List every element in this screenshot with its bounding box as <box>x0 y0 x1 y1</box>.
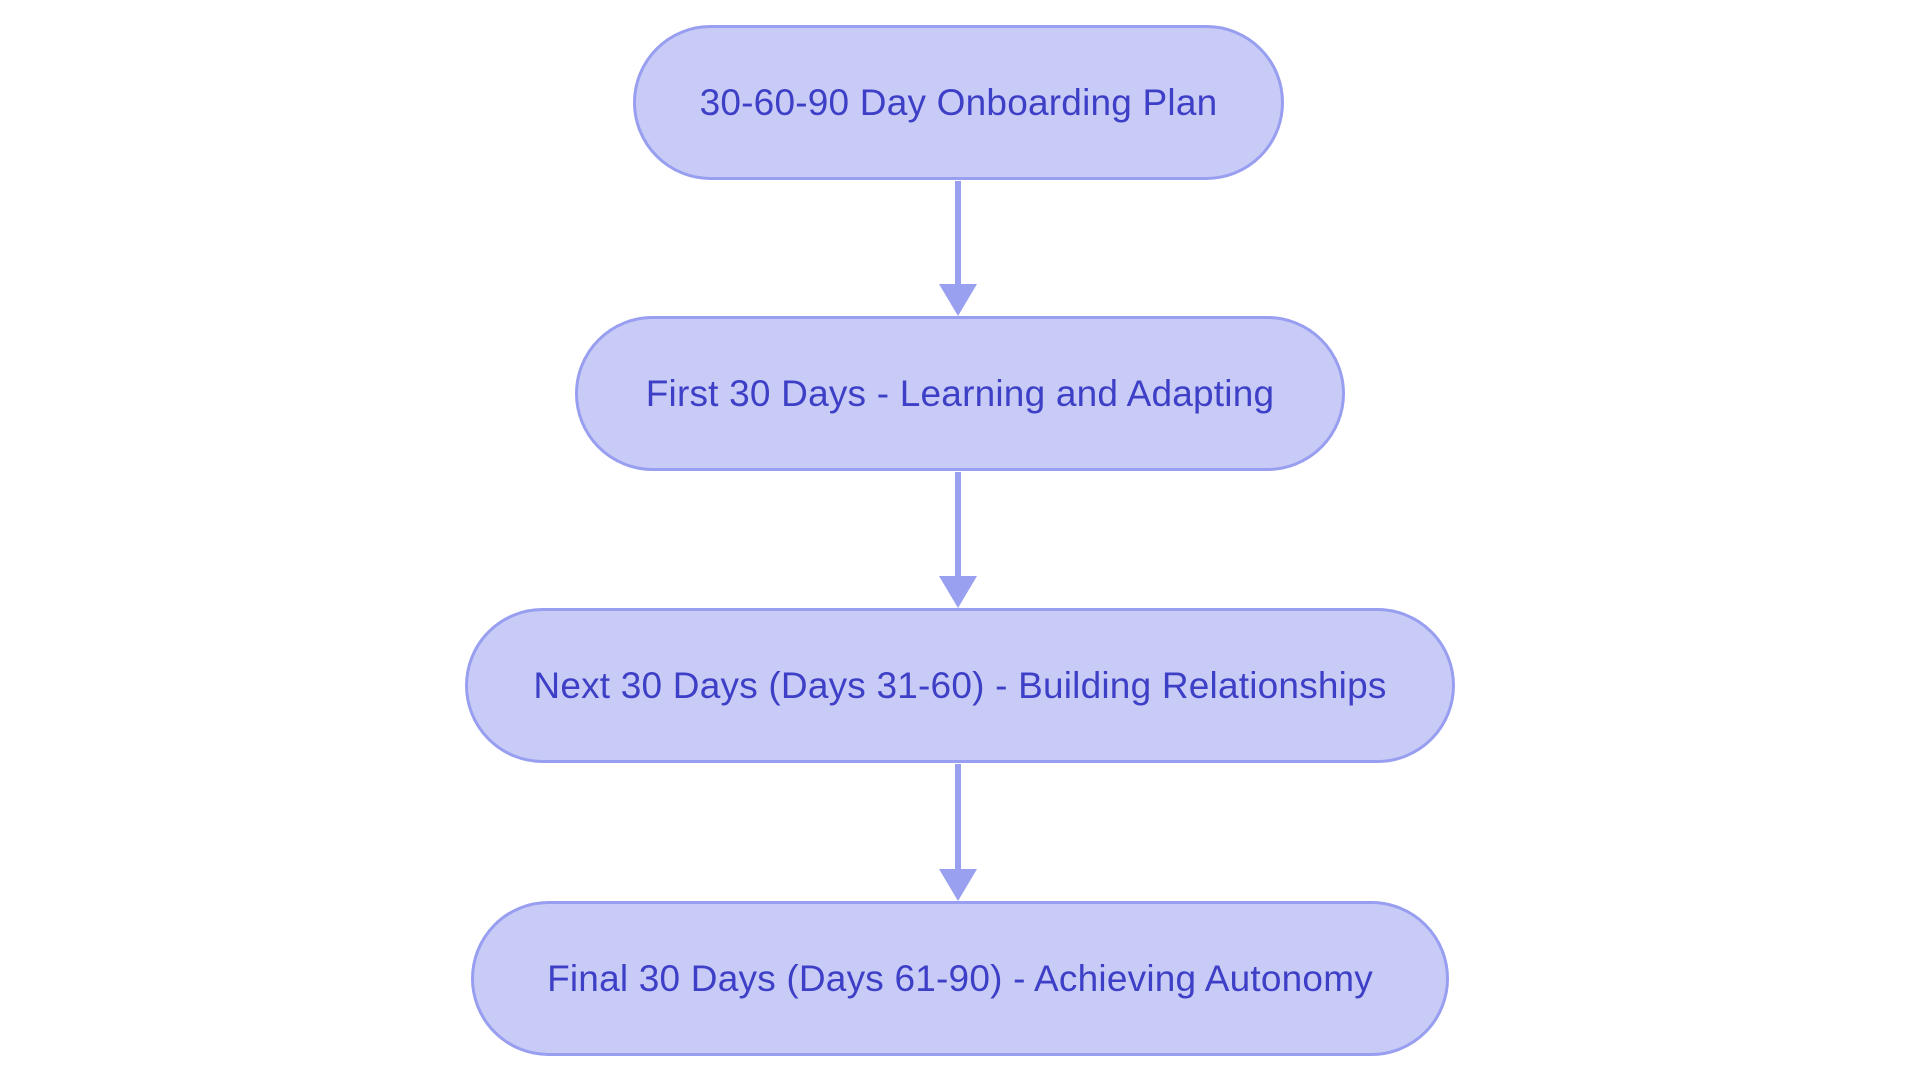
arrow-head-icon <box>939 284 977 316</box>
node-label: Next 30 Days (Days 31-60) - Building Rel… <box>533 664 1387 706</box>
flowchart-node-final-30-days: Final 30 Days (Days 61-90) - Achieving A… <box>471 901 1449 1056</box>
arrow-head-icon <box>939 869 977 901</box>
arrow-head-icon <box>939 576 977 608</box>
flowchart-node-first-30-days: First 30 Days - Learning and Adapting <box>575 316 1345 471</box>
arrow-shaft <box>955 764 961 869</box>
arrow-shaft <box>955 181 961 284</box>
flowchart-node-onboarding-plan: 30-60-90 Day Onboarding Plan <box>633 25 1284 180</box>
node-label: Final 30 Days (Days 61-90) - Achieving A… <box>547 957 1373 999</box>
flowchart-node-next-30-days: Next 30 Days (Days 31-60) - Building Rel… <box>465 608 1455 763</box>
node-label: 30-60-90 Day Onboarding Plan <box>699 81 1218 123</box>
arrow-shaft <box>955 472 961 576</box>
node-label: First 30 Days - Learning and Adapting <box>645 372 1275 414</box>
